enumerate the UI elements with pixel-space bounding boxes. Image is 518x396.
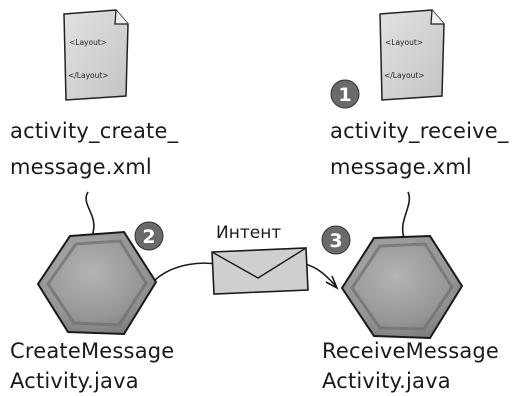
intent-arrow-head <box>325 275 339 290</box>
activity-hexagon-create <box>36 230 158 336</box>
activity-caption-create-line2: Activity.java <box>10 369 139 393</box>
step-badge-1: 1 <box>330 79 360 109</box>
connector-create-layout-to-activity <box>85 191 95 237</box>
intent-envelope-icon <box>211 247 309 295</box>
intent-arrow-line <box>154 262 337 287</box>
layout-file-icon-create: <Layout> </Layout> <box>63 9 129 101</box>
layout-close-tag-create: </Layout> <box>68 71 109 80</box>
layout-open-tag-create: <Layout> <box>69 38 107 47</box>
step-badge-3: 3 <box>321 225 351 255</box>
intent-label: Интент <box>216 223 281 243</box>
layout-caption-receive-line2: message.xml <box>330 155 472 179</box>
activity-caption-receive-line2: Activity.java <box>322 369 451 393</box>
layout-caption-create-line1: activity_create_ <box>10 119 179 143</box>
layout-caption-create-line2: message.xml <box>10 155 152 179</box>
layout-file-icon-receive: <Layout> </Layout> <box>379 9 445 101</box>
layout-close-tag-receive: </Layout> <box>384 71 425 80</box>
step-badge-1-number: 1 <box>338 84 351 106</box>
step-badge-2: 2 <box>134 221 164 251</box>
connector-receive-layout-to-activity <box>401 191 411 239</box>
activity-hexagon-receive <box>340 234 464 340</box>
step-badge-2-number: 2 <box>142 226 155 248</box>
layout-open-tag-receive: <Layout> <box>385 38 423 47</box>
activity-caption-create-line1: CreateMessage <box>10 339 175 363</box>
activity-caption-receive-line1: ReceiveMessage <box>322 339 500 363</box>
layout-caption-receive-line1: activity_receive_ <box>330 119 509 143</box>
step-badge-3-number: 3 <box>329 230 342 252</box>
